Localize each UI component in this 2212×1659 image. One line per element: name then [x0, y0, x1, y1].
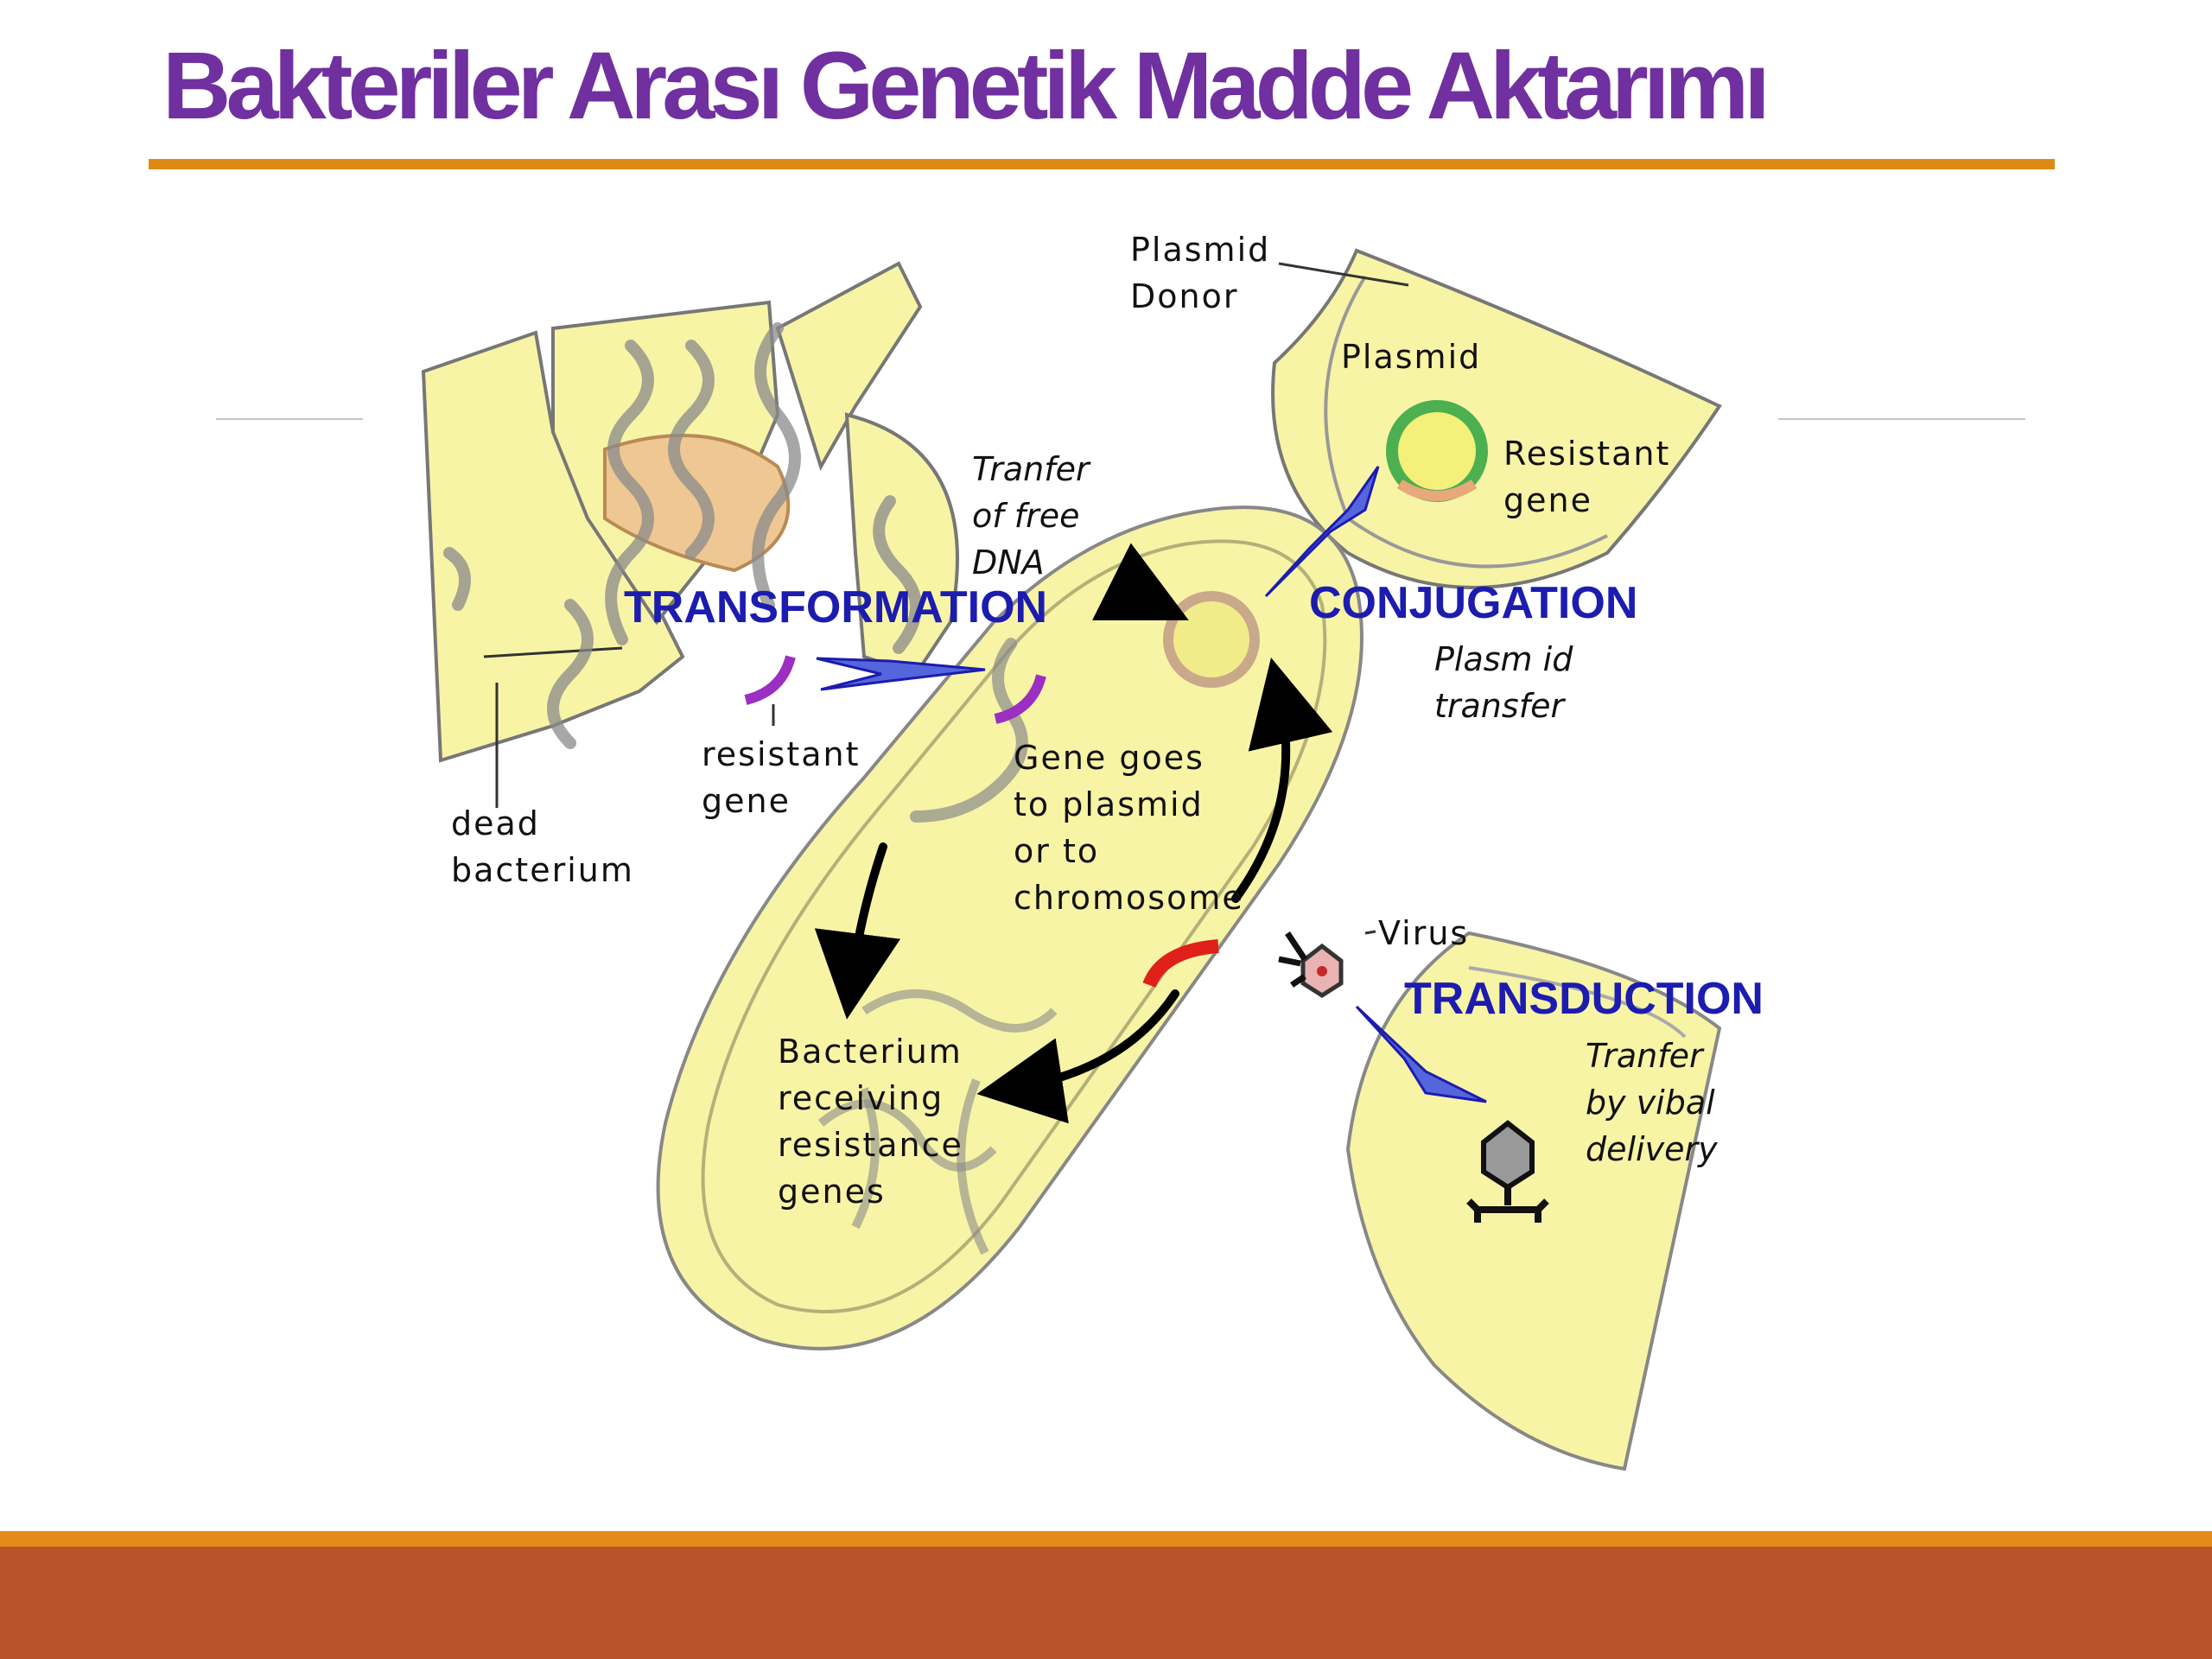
label-receiving-3: resistance: [778, 1126, 963, 1164]
label-plasmid-donor-2: Donor: [1130, 277, 1238, 315]
label-plasmid: Plasmid: [1341, 338, 1481, 376]
cycle-arrows: [814, 543, 1333, 1124]
transduction-arrow: [1355, 1005, 1487, 1103]
label-viral-delivery-1: Tranfer: [1586, 1037, 1705, 1075]
label-transfer-free-dna-1: Tranfer: [972, 450, 1091, 488]
label-transfer-free-dna-2: of free: [972, 497, 1079, 535]
dead-bacterium: [421, 261, 959, 808]
dna-strands-free: [443, 322, 922, 749]
heading-conjugation: CONJUGATION: [1309, 578, 1637, 628]
label-virus: Virus: [1378, 914, 1469, 952]
transformation-arrow: [816, 657, 986, 691]
label-gene-goes-3: or to: [1014, 832, 1099, 870]
label-receiving-2: receiving: [778, 1079, 944, 1117]
label-viral-delivery-2: by vibal: [1586, 1084, 1715, 1122]
label-resistant-gene-top-2: gene: [1503, 481, 1592, 519]
left-divider-line: [216, 418, 363, 420]
plasmid-donor-cell: [1271, 248, 1722, 589]
label-receiving-1: Bacterium: [778, 1033, 963, 1071]
svg-text:resistant gene: resistant gene: [702, 735, 873, 820]
label-plasmid-donor-1: Plasmid: [1130, 231, 1270, 269]
slide-title: Bakteriler Arası Genetik Madde Aktarımı: [162, 33, 1770, 139]
label-dead-bacterium-2: bacterium: [451, 851, 634, 889]
label-plasmid-transfer-1: Plasm id: [1434, 640, 1573, 678]
resistant-gene-inserted: [994, 674, 1046, 724]
label-resistant-gene-1: resistant: [702, 735, 861, 773]
footer-bar: [0, 1547, 2212, 1659]
virus-icon: [1278, 931, 1344, 998]
conjugation-arrow: [1264, 466, 1380, 598]
label-resistant-gene-2: gene: [702, 782, 791, 820]
label-resistant-gene-top-1: Resistant: [1503, 435, 1670, 473]
resistant-gene-free: [744, 655, 796, 705]
right-divider-line: [1778, 418, 2025, 420]
heading-transduction: TRANSDUCTION: [1404, 974, 1764, 1024]
svg-text:Gene goes to plasmid o: Gene goes to plasmid or to chromosome: [1014, 739, 1244, 917]
label-transfer-free-dna-3: DNA: [972, 543, 1045, 582]
label-viral-delivery-3: delivery: [1586, 1130, 1718, 1168]
label-gene-goes-1: Gene goes: [1014, 739, 1205, 777]
svg-text:Tranfer by vibal deliv: Tranfer by vibal delivery: [1586, 1037, 1726, 1168]
transduction-cell: [1345, 931, 1722, 1471]
svg-text:Tranfer of free DNA: Tranfer of free DNA: [972, 450, 1100, 582]
label-dead-bacterium-1: dead: [451, 804, 540, 842]
svg-text:dead bacterium: dead bacterium: [451, 804, 634, 889]
svg-text:Plasmid Donor: Plasmid Donor: [1130, 231, 1282, 315]
label-gene-goes-4: chromosome: [1014, 879, 1244, 917]
svg-text:Bacterium receiving re: Bacterium receiving resistance genes: [778, 1033, 976, 1211]
svg-text:Resistant gene: Resistant gene: [1503, 435, 1683, 519]
heading-transformation: TRANSFORMATION: [624, 582, 1047, 632]
label-plasmid-transfer-2: transfer: [1434, 687, 1566, 725]
footer-accent-band: [0, 1531, 2212, 1547]
title-rule: [149, 159, 2055, 169]
receiving-bacterium: [656, 505, 1363, 1351]
viral-gene: [1142, 939, 1219, 988]
label-receiving-4: genes: [778, 1173, 886, 1211]
label-gene-goes-2: to plasmid: [1014, 785, 1204, 823]
svg-text:Plasm id transfer: Plasm id transfer: [1434, 640, 1583, 725]
